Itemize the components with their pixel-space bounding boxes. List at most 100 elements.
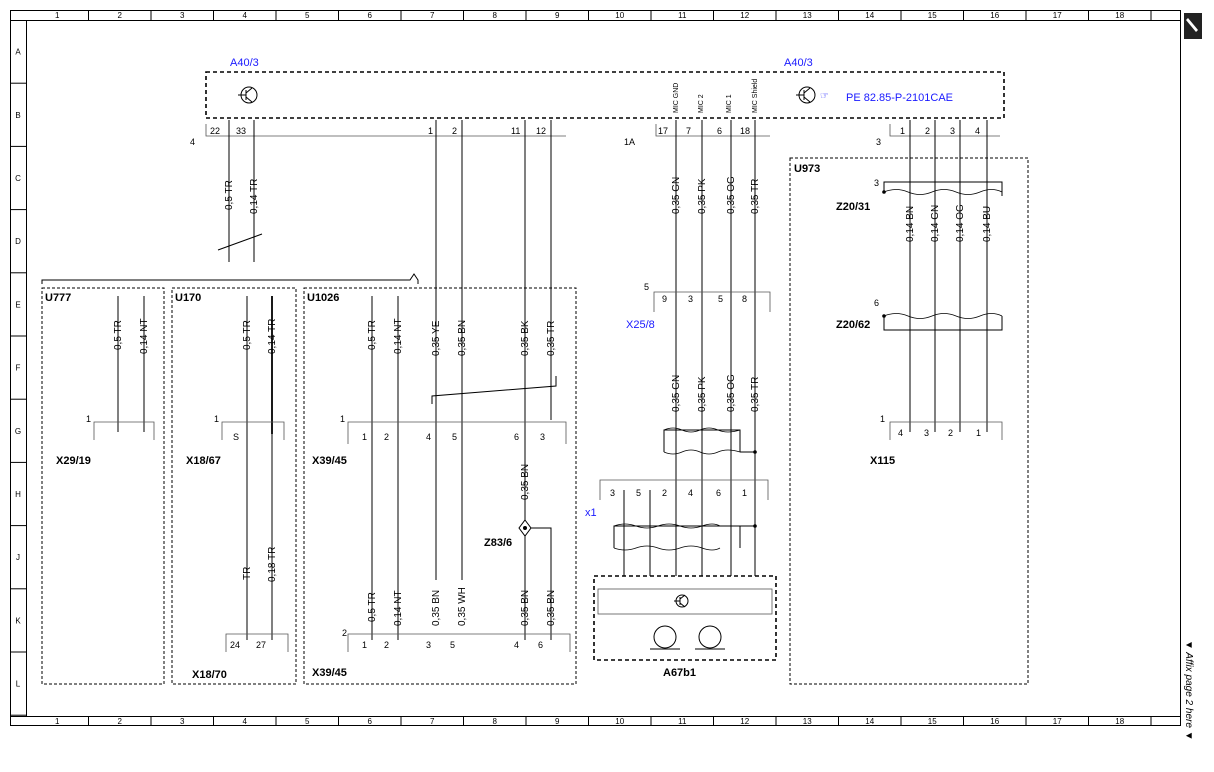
- svg-text:0,35 PK: 0,35 PK: [697, 178, 708, 214]
- svg-text:1: 1: [340, 414, 345, 424]
- pe-reference-link[interactable]: PE 82.85-P-2101CAE: [846, 92, 953, 104]
- svg-text:1: 1: [362, 640, 367, 650]
- svg-text:7: 7: [686, 126, 691, 136]
- svg-text:0,5 TR: 0,5 TR: [113, 320, 124, 350]
- svg-text:1: 1: [362, 432, 367, 442]
- column-number: 6: [368, 717, 373, 726]
- mic-2-label: MIC 2: [698, 94, 705, 113]
- svg-text:6: 6: [538, 640, 543, 650]
- row-letter: G: [15, 427, 21, 436]
- svg-text:4: 4: [514, 640, 519, 650]
- svg-text:4: 4: [426, 432, 431, 442]
- column-number: 2: [118, 717, 123, 726]
- svg-text:3: 3: [426, 640, 431, 650]
- svg-text:2: 2: [384, 640, 389, 650]
- column-number: 15: [928, 717, 937, 726]
- svg-text:0,35 TR: 0,35 TR: [750, 179, 761, 214]
- row-letter: B: [15, 111, 20, 120]
- column-number: 7: [430, 717, 435, 726]
- svg-text:0,35 BK: 0,35 BK: [520, 320, 531, 356]
- svg-text:1: 1: [742, 488, 747, 498]
- svg-text:0,35 OG: 0,35 OG: [726, 176, 737, 214]
- svg-text:1: 1: [428, 126, 433, 136]
- svg-text:18: 18: [740, 126, 750, 136]
- row-letter: F: [16, 364, 21, 373]
- column-number: 18: [1115, 11, 1124, 20]
- row-letter: A: [15, 48, 21, 57]
- row-letter: H: [15, 490, 21, 499]
- svg-text:24: 24: [230, 640, 240, 650]
- column-number: 1: [55, 717, 60, 726]
- connector-1a: 1A: [624, 137, 635, 147]
- column-number: 14: [865, 11, 874, 20]
- svg-text:0,14 TR: 0,14 TR: [249, 179, 260, 214]
- svg-text:0,35 BN: 0,35 BN: [520, 590, 531, 626]
- column-number: 3: [180, 717, 185, 726]
- mic-1-label: MIC 1: [726, 94, 733, 113]
- column-number: 15: [928, 11, 937, 20]
- svg-text:3: 3: [950, 126, 955, 136]
- svg-text:Z20/31: Z20/31: [836, 201, 870, 213]
- svg-text:U170: U170: [175, 292, 201, 304]
- svg-text:0,5 TR: 0,5 TR: [367, 320, 378, 350]
- svg-text:A67b1: A67b1: [663, 667, 696, 679]
- svg-text:3: 3: [688, 294, 693, 304]
- column-number: 11: [678, 717, 687, 726]
- svg-text:X39/45: X39/45: [312, 455, 347, 467]
- svg-text:12: 12: [536, 126, 546, 136]
- svg-text:0,14 BU: 0,14 BU: [982, 206, 993, 242]
- svg-text:0,14 NT: 0,14 NT: [139, 318, 150, 354]
- u777-box: U777 0,5 TR 0,14 NT 1 X29/19: [41, 287, 165, 685]
- column-number: 17: [1053, 11, 1062, 20]
- svg-text:U1026: U1026: [307, 292, 339, 304]
- svg-text:3: 3: [540, 432, 545, 442]
- a40-3-label-right: A40/3: [784, 57, 813, 69]
- mic-wiring: 0,35 GN 0,35 PK 0,35 OG 0,35 TR 5 9 3 5 …: [585, 120, 777, 679]
- mic-shield-label: MIC Shield: [752, 79, 759, 113]
- u170-box: U170 0,5 TR 0,14 TR 1 S X18/67 TR 0,18 T…: [171, 287, 297, 685]
- row-letter: J: [16, 553, 20, 562]
- svg-text:0,5 TR: 0,5 TR: [242, 320, 253, 350]
- column-number: 18: [1115, 717, 1124, 726]
- svg-text:22: 22: [210, 126, 220, 136]
- column-number: 16: [990, 11, 999, 20]
- svg-text:0,35 PK: 0,35 PK: [697, 376, 708, 412]
- column-number: 13: [803, 717, 812, 726]
- column-number: 12: [740, 717, 749, 726]
- transistor-icon: [674, 594, 689, 608]
- svg-text:S: S: [233, 432, 239, 442]
- svg-text:11: 11: [511, 126, 520, 136]
- svg-text:27: 27: [256, 640, 266, 650]
- column-number: 17: [1053, 717, 1062, 726]
- column-number: 13: [803, 11, 812, 20]
- svg-text:0,35 YE: 0,35 YE: [431, 320, 442, 356]
- column-number: 14: [865, 717, 874, 726]
- svg-text:5: 5: [452, 432, 457, 442]
- row-letter: K: [15, 616, 21, 625]
- svg-text:Z20/62: Z20/62: [836, 319, 870, 331]
- svg-text:0,35 BN: 0,35 BN: [457, 320, 468, 356]
- transistor-icon: [238, 86, 258, 104]
- svg-text:0,35 GN: 0,35 GN: [671, 375, 682, 412]
- column-number: 12: [740, 11, 749, 20]
- svg-text:0,35 OG: 0,35 OG: [726, 374, 737, 412]
- svg-text:2: 2: [948, 428, 953, 438]
- wires-group-a: 0,5 TR 0,14 TR: [41, 120, 552, 580]
- svg-text:x1: x1: [585, 507, 597, 519]
- svg-text:0,5 TR: 0,5 TR: [367, 592, 378, 622]
- affix-page-note: ▼ Affix page 2 here ▼: [1183, 640, 1194, 741]
- microphone-icon: [650, 625, 725, 650]
- svg-text:2: 2: [452, 126, 457, 136]
- svg-text:0,35 BN: 0,35 BN: [520, 464, 531, 500]
- svg-text:4: 4: [975, 126, 980, 136]
- svg-text:4: 4: [898, 428, 903, 438]
- connector-4: 4: [190, 137, 195, 147]
- svg-text:9: 9: [662, 294, 667, 304]
- svg-text:0,14 GN: 0,14 GN: [930, 205, 941, 242]
- svg-text:17: 17: [658, 126, 668, 136]
- column-number: 4: [243, 717, 248, 726]
- a40-3-label-left: A40/3: [230, 57, 259, 69]
- u973-box: U973 3 Z20/31 0,14 BN 0,14 GN 0,14 OG 0,…: [789, 120, 1029, 685]
